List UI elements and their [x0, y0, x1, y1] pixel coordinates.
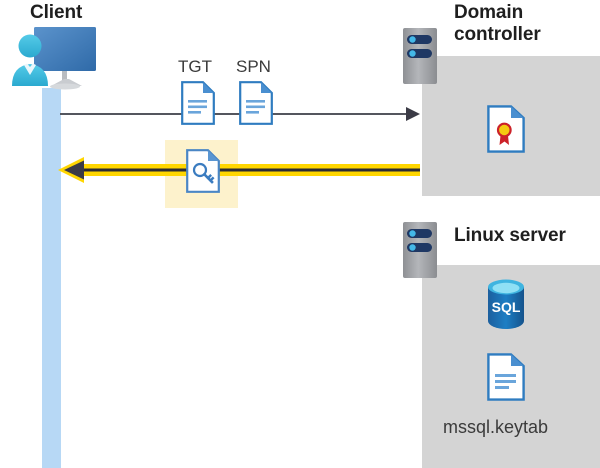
sql-database-label: SQL: [492, 299, 521, 315]
spn-label: SPN: [236, 57, 271, 76]
domain-controller-title: Domain controller: [454, 2, 594, 47]
certificate-document-icon: [487, 105, 525, 153]
document-icon: [239, 81, 273, 125]
request-arrow: [60, 104, 420, 124]
linux-server-title: Linux server: [454, 225, 566, 246]
domain-controller-title-line1: Domain: [454, 2, 524, 23]
tgt-label: TGT: [178, 57, 212, 76]
client-workstation-icon: [8, 22, 104, 94]
client-lifeline-bar: [42, 88, 61, 468]
domain-controller-title-line2: controller: [454, 24, 541, 46]
client-title: Client: [30, 2, 83, 23]
server-rack-icon: [403, 28, 437, 84]
server-rack-icon: [403, 222, 437, 278]
keytab-file-label: mssql.keytab: [443, 417, 549, 437]
response-arrow: [58, 157, 420, 183]
document-icon: [487, 353, 525, 401]
document-icon: [181, 81, 215, 125]
sql-database-icon: SQL: [485, 279, 527, 329]
key-document-icon: [186, 149, 220, 193]
